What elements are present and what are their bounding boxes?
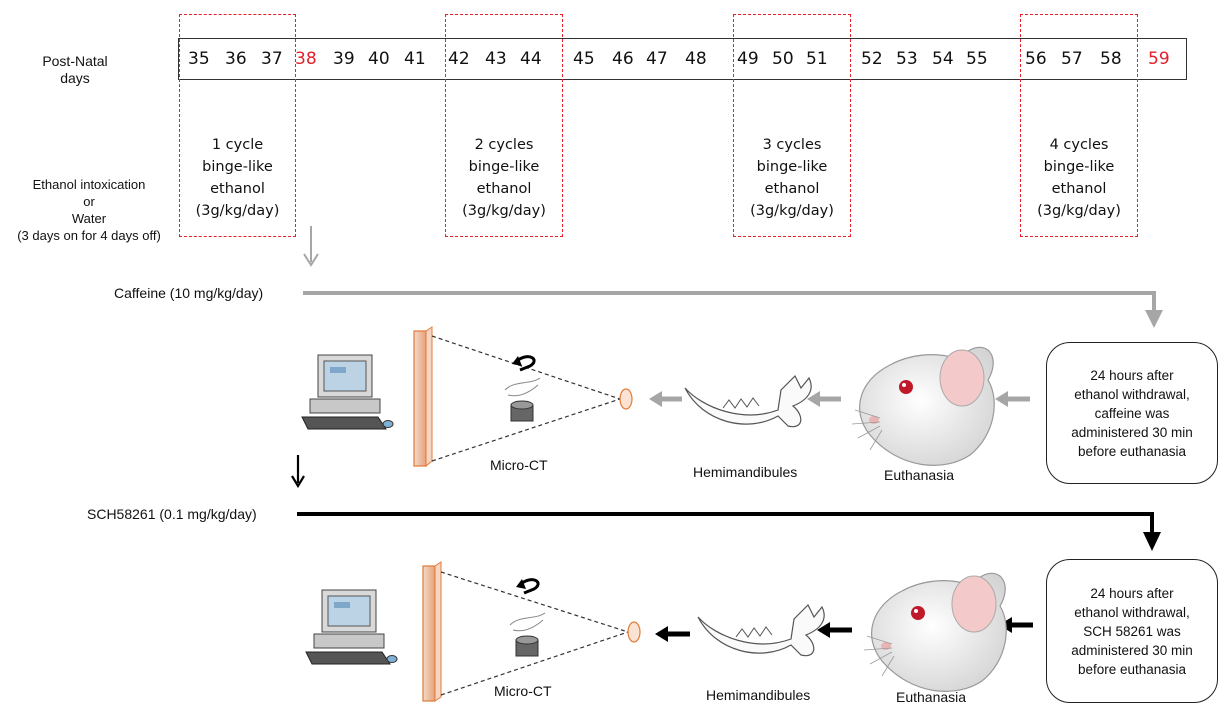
euthanasia-label-2: Euthanasia (896, 689, 967, 705)
cycle-text-2: 2 cycles binge-like ethanol (3g/kg/day) (462, 137, 546, 219)
day-label: 37 (261, 49, 283, 69)
cycle-box-4 (1020, 14, 1138, 237)
grey-arrow-2 (807, 391, 841, 407)
day-label: 48 (685, 49, 707, 69)
day-bar (178, 38, 1187, 80)
day-label: 52 (861, 49, 883, 69)
day-label: 45 (573, 49, 595, 69)
cycle-text-4: 4 cycles binge-like ethanol (3g/kg/day) (1037, 137, 1121, 219)
protocol-label: Ethanol intoxication or Water (3 days on… (17, 177, 161, 243)
day-label: 41 (404, 49, 426, 69)
mouse-icon (863, 572, 1007, 692)
mandible-icon (697, 603, 825, 657)
computer-icon (305, 589, 398, 665)
grey-arrow-3 (649, 391, 682, 407)
sch-label: SCH58261 (0.1 mg/kg/day) (87, 506, 257, 522)
day-label: 49 (737, 49, 759, 69)
mandible-icon (684, 374, 812, 428)
cycle-box-2 (445, 14, 563, 237)
microct-label-2: Micro-CT (494, 683, 552, 699)
cycle-text-3: 3 cycles binge-like ethanol (3g/kg/day) (750, 137, 834, 219)
microct-label-1: Micro-CT (490, 457, 548, 473)
day-label: 36 (225, 49, 247, 69)
day-label: 38 (295, 49, 317, 69)
cycle-text-1: 1 cycle binge-like ethanol (3g/kg/day) (195, 137, 280, 219)
microct-setup (413, 326, 633, 468)
hemimandibules-label-1: Hemimandibules (693, 464, 798, 480)
day-label: 51 (806, 49, 828, 69)
mouse-icon (851, 346, 995, 466)
sch-line (297, 512, 1161, 551)
down-arrow (291, 455, 305, 489)
cycle-box-3 (733, 14, 851, 237)
day-label: 46 (612, 49, 634, 69)
day-label: 50 (772, 49, 794, 69)
caffeine-line (303, 291, 1163, 328)
day-label: 40 (368, 49, 390, 69)
protocol-arrow (303, 226, 319, 267)
day-label: 42 (448, 49, 470, 69)
day-label: 47 (646, 49, 668, 69)
black-arrow-2 (817, 622, 852, 638)
day-label: 55 (966, 49, 988, 69)
day-label: 44 (520, 49, 542, 69)
day-label: 39 (333, 49, 355, 69)
day-label: 58 (1100, 49, 1122, 69)
day-label: 35 (188, 49, 210, 69)
grey-arrow-1 (995, 391, 1030, 407)
day-label: 53 (896, 49, 918, 69)
day-label: 57 (1061, 49, 1083, 69)
caffeine-note: 24 hours after ethanol withdrawal, caffe… (1046, 342, 1218, 484)
timeline-label: Post-Natal days (42, 53, 108, 86)
microct-setup (422, 561, 641, 702)
day-label: 59 (1148, 49, 1170, 69)
day-label: 43 (485, 49, 507, 69)
caffeine-label: Caffeine (10 mg/kg/day) (114, 285, 264, 301)
hemimandibules-label-2: Hemimandibules (706, 687, 811, 703)
euthanasia-label-1: Euthanasia (884, 467, 955, 483)
cycle-box-1 (179, 14, 296, 237)
day-label: 54 (932, 49, 954, 69)
computer-icon (301, 354, 394, 430)
day-label: 56 (1025, 49, 1047, 69)
black-arrow-3 (655, 626, 690, 642)
